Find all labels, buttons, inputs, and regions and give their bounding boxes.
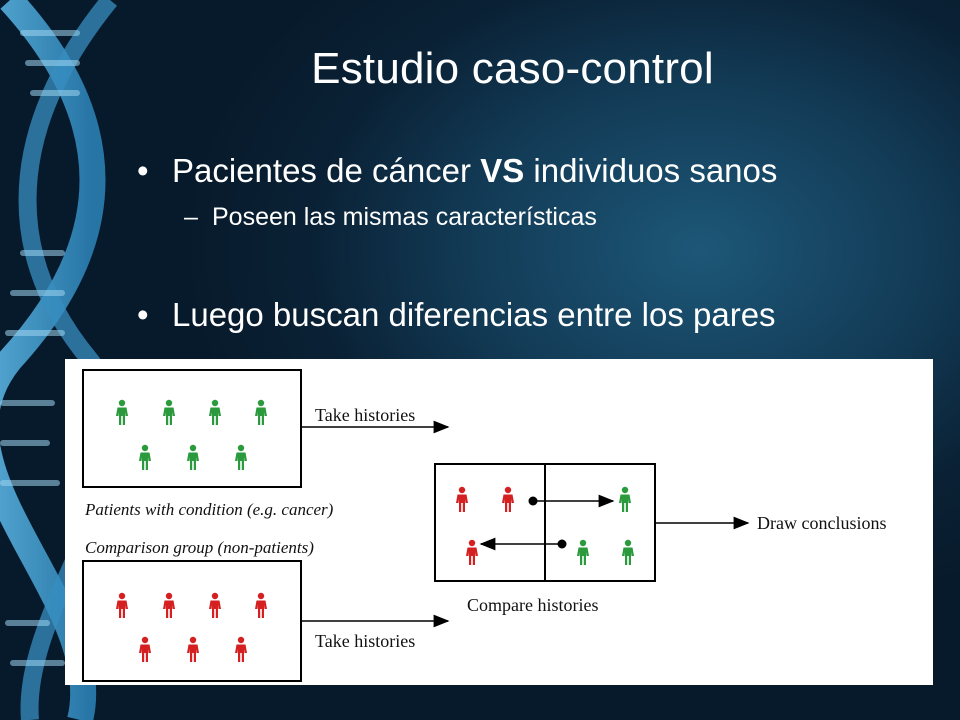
dna-decoration [0,0,123,720]
bullet-1-pre: Pacientes de cáncer [172,152,481,189]
case-person-icon [466,539,478,565]
comparison-label: Comparison group (non-patients) [85,538,314,557]
person-icon [163,592,175,618]
bullet-1: • Pacientes de cáncer VS individuos sanos [137,152,778,190]
person-icon [209,592,221,618]
patients-box [82,369,302,488]
person-icon [235,636,247,662]
person-icon [255,592,267,618]
person-icon [209,399,221,425]
sub-bullet-1-text: Poseen las mismas características [212,203,597,231]
case-person-icon [502,486,514,512]
bullet-1-post: individuos sanos [524,152,778,189]
bullet-2-text: Luego buscan diferencias entre los pares [172,296,776,333]
slide-title: Estudio caso-control [311,44,714,93]
patients-figures [116,399,267,470]
person-icon [116,399,128,425]
control-person-icon [619,486,631,512]
control-person-icon [622,539,634,565]
comparison-figures [116,592,267,662]
person-icon [116,592,128,618]
sub-bullet-1: –Poseen las mismas características [184,203,597,232]
take-histories-bottom-label: Take histories [315,631,415,651]
patients-label: Patients with condition (e.g. cancer) [84,500,334,519]
person-icon [187,444,199,470]
person-icon [139,636,151,662]
draw-conclusions-label: Draw conclusions [757,513,886,533]
case-person-icon [456,486,468,512]
case-control-diagram: Patients with condition (e.g. cancer) Co… [65,359,933,685]
bullet-dot: • [137,296,149,333]
comparison-box [82,560,302,682]
bullet-2: • Luego buscan diferencias entre los pare… [137,296,776,334]
sub-bullet-dash: – [184,203,198,231]
person-icon [187,636,199,662]
person-icon [139,444,151,470]
bullet-dot: • [137,152,149,189]
person-icon [163,399,175,425]
control-person-icon [577,539,589,565]
person-icon [235,444,247,470]
bullet-1-bold: VS [480,152,525,189]
take-histories-top-label: Take histories [315,405,415,425]
compare-histories-label: Compare histories [467,595,598,615]
person-icon [255,399,267,425]
